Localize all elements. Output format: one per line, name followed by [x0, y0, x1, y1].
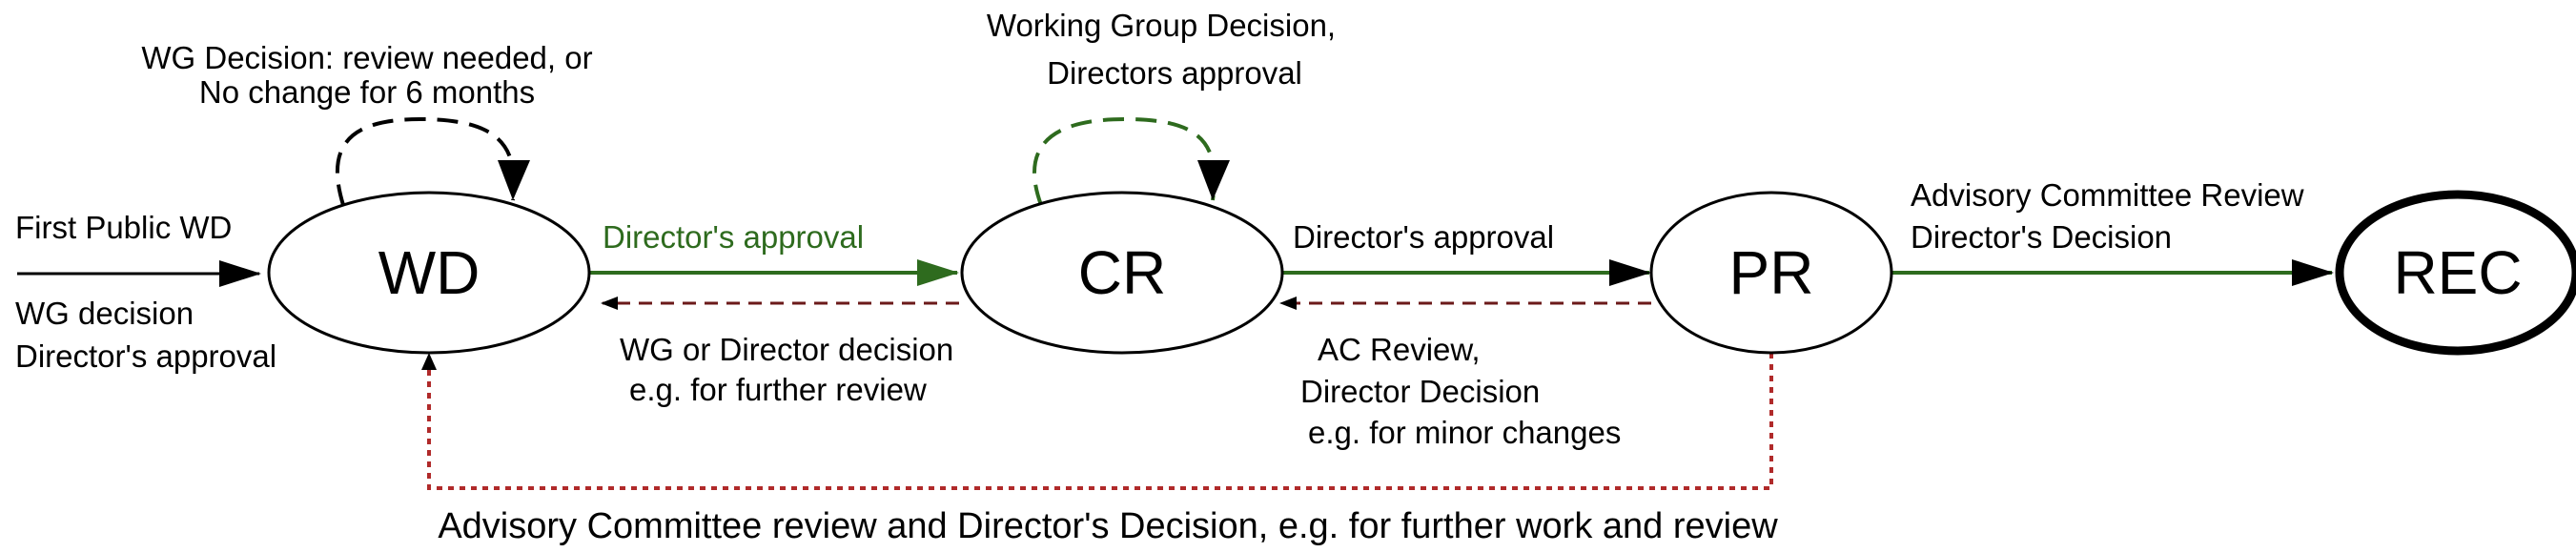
- wd-loop-label-line1: WG Decision: review needed, or: [141, 40, 592, 75]
- node-rec[interactable]: REC: [2335, 190, 2576, 356]
- node-pr[interactable]: PR: [1649, 191, 1893, 355]
- cr-loop-label-line1: Working Group Decision,: [987, 8, 1336, 43]
- pr-to-rec-label-line2: Director's Decision: [1911, 219, 2172, 255]
- wd-loop-arrowhead: [498, 160, 530, 200]
- pr-to-cr-label-line3: e.g. for minor changes: [1308, 415, 1621, 450]
- wd-self-loop: [335, 116, 517, 206]
- cr-self-loop: [1032, 116, 1216, 206]
- node-wd-label: WD: [378, 238, 480, 307]
- node-wd[interactable]: WD: [267, 191, 591, 355]
- pr-to-wd-label: Advisory Committee review and Director's…: [438, 506, 1778, 546]
- pr-to-cr-label-line1: AC Review,: [1318, 332, 1481, 367]
- pr-to-rec-label-line1: Advisory Committee Review: [1911, 177, 2304, 213]
- entry-label-top: First Public WD: [15, 210, 232, 245]
- cr-loop-arrowhead: [1197, 160, 1230, 200]
- cr-to-wd-label-line1: WG or Director decision: [620, 332, 953, 367]
- entry-label-bottom-line1: WG decision: [15, 296, 194, 331]
- wd-loop-label-line2: No change for 6 months: [199, 74, 535, 110]
- pr-to-wd-arrowhead: [421, 353, 437, 370]
- wd-to-cr-label: Director's approval: [603, 219, 864, 255]
- pr-to-wd-arrow: [427, 353, 1773, 490]
- pr-to-cr-label-line2: Director Decision: [1300, 374, 1540, 409]
- entry-label-bottom-line2: Director's approval: [15, 338, 276, 374]
- node-pr-label: PR: [1729, 238, 1814, 307]
- node-cr-label: CR: [1078, 238, 1166, 307]
- cr-to-pr-label: Director's approval: [1293, 219, 1554, 255]
- cr-loop-label-line2: Directors approval: [1047, 55, 1302, 91]
- node-rec-label: REC: [2393, 238, 2522, 307]
- cr-to-wd-label-line2: e.g. for further review: [629, 372, 927, 407]
- node-cr[interactable]: CR: [960, 191, 1284, 355]
